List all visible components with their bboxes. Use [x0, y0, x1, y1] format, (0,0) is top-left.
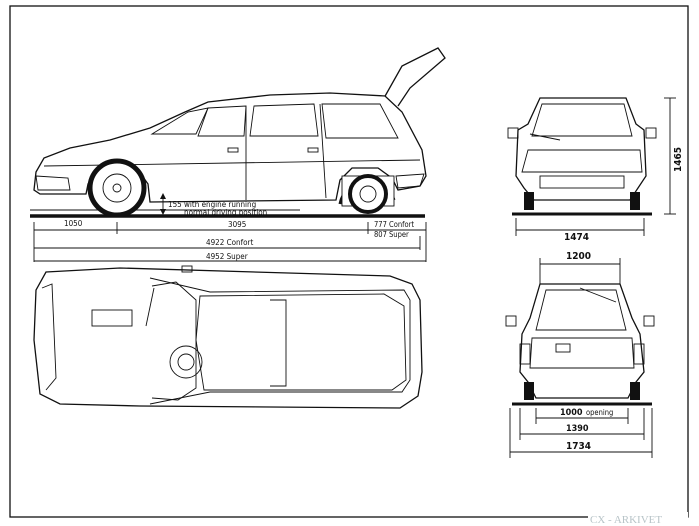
rear-lamp-left [519, 343, 531, 365]
front-overhang-label: 1050 [64, 219, 83, 228]
car-body-top [33, 267, 423, 409]
open-tailgate [383, 47, 446, 107]
front-wiper [529, 133, 561, 141]
air-intake-grille [91, 309, 133, 327]
top-view [33, 265, 423, 409]
front-right-tyre [630, 192, 640, 210]
rear-wiper [579, 287, 617, 303]
track-rear-label: 1390 [566, 424, 589, 434]
door-handle-rear [307, 147, 319, 153]
front-mirror-right [645, 127, 657, 139]
car-body-rear [519, 283, 645, 399]
spare-wheel [169, 345, 203, 379]
rear-lamp-right [633, 343, 645, 365]
length-super-label: 4952 Super [206, 252, 248, 261]
front-mirror-left [507, 127, 519, 139]
front-bumper-top [41, 283, 57, 391]
track-front-label: 1474 [564, 232, 589, 243]
driving-position-note: normal driving position [184, 208, 267, 217]
roof-width-label: 1200 [566, 251, 591, 262]
sheet-frame [9, 5, 689, 518]
rear-mirror-right [643, 315, 655, 327]
side-dimensions [33, 222, 427, 262]
rear-right-tyre [630, 382, 640, 400]
front-bumper-front [539, 175, 625, 189]
rear-overhang-super-label: 807 Super [374, 230, 409, 239]
rear-badge [555, 343, 571, 353]
roof-center-line [270, 299, 287, 387]
wheelbase-label: 3095 [228, 220, 246, 229]
side-view [30, 47, 446, 218]
rear-mirror-left [505, 315, 517, 327]
front-left-tyre [524, 192, 534, 210]
opening-label: opening [586, 408, 613, 417]
ground-clearance-note: 155 with engine running [168, 200, 256, 209]
front-view [507, 97, 676, 236]
length-confort-label: 4922 Confort [206, 238, 253, 247]
height-label: 1465 [673, 147, 684, 172]
rear-wheel [338, 174, 396, 214]
front-windscreen [531, 103, 633, 137]
front-wheel [87, 158, 147, 218]
roof-panel [195, 293, 407, 391]
overall-width-label: 1734 [566, 441, 591, 452]
rear-overhang-confort-label: 777 Confort [374, 220, 414, 229]
rear-left-tyre [524, 382, 534, 400]
mirror-top [181, 265, 193, 273]
windscreen-top [151, 281, 197, 401]
front-bumper [35, 175, 71, 191]
watermark-bg [588, 512, 688, 526]
rear-view [505, 258, 655, 458]
opening-value-label: 1000 [560, 408, 583, 418]
door-line-rear [319, 103, 327, 199]
front-window [197, 105, 247, 137]
wiper-arm [145, 287, 155, 327]
rear-window-glass [535, 289, 627, 331]
door-handle-front [227, 147, 239, 153]
quarter-window [321, 103, 399, 139]
rear-bumper [395, 173, 425, 189]
front-grille-area [521, 149, 643, 173]
tailgate-panel [529, 337, 635, 369]
roof-outline [149, 277, 411, 405]
watermark: CX - ARKIVET [590, 514, 662, 526]
rear-window [249, 103, 319, 137]
